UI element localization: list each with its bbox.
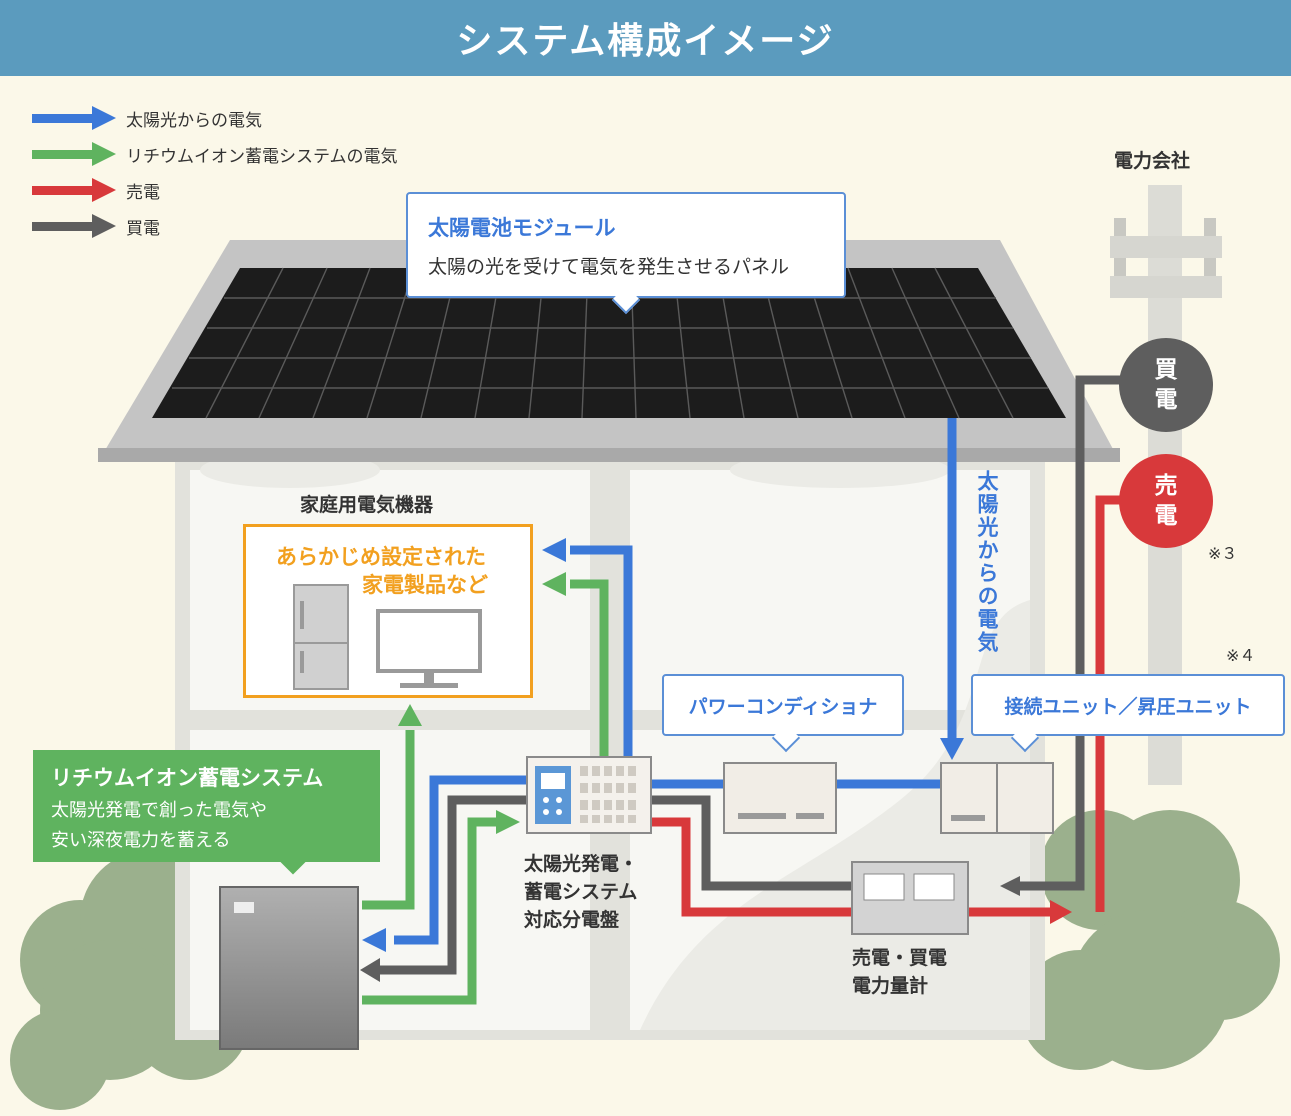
buy-line-to-battery: [380, 795, 528, 975]
solar-line-to-appliances: [570, 545, 633, 756]
appliances-line1: あらかじめ設定された: [276, 545, 486, 569]
arrow-battery-up: [398, 704, 422, 726]
arrow-icon: [32, 106, 116, 130]
solar-line-to-battery: [394, 775, 528, 945]
buy-circle: 買 電: [1119, 338, 1213, 432]
battery-line-to-appliances: [570, 579, 609, 756]
arrow-solar-battery: [362, 928, 386, 952]
refrigerator-icon: [293, 584, 349, 690]
meter-label: 売電・買電 電力量計: [852, 944, 947, 1000]
appliances-heading: 家庭用電気機器: [300, 494, 434, 516]
distribution-board: [526, 756, 652, 834]
battery-title: リチウムイオン蓄電システム: [51, 766, 324, 790]
distribution-board-line1: 太陽光発電・: [524, 853, 639, 875]
arrow-sell-grid: [1050, 900, 1072, 924]
legend-label: 売電: [126, 182, 160, 203]
distribution-board-line2: 蓄電システム: [524, 881, 638, 903]
meter-line1: 売電・買電: [852, 947, 948, 969]
sell-circle: 売 電: [1119, 454, 1213, 548]
power-conditioner-label: パワーコンディショナ: [688, 695, 878, 718]
buy-circle-line2: 電: [1154, 387, 1178, 413]
solar-flow-label: 太陽光からの電気: [975, 470, 999, 654]
battery-desc-line2: 安い深夜電力を蓄える: [51, 830, 231, 851]
arrow-buy-battery: [360, 958, 380, 982]
battery-line-up: [362, 730, 415, 910]
legend-label: 買電: [126, 218, 160, 239]
arrow-battery-appliances: [542, 572, 566, 596]
arrow-icon: [32, 178, 116, 202]
legend-item-battery: リチウムイオン蓄電システムの電気: [32, 136, 398, 172]
appliances-box: あらかじめ設定された 家電製品など: [243, 524, 533, 698]
legend-item-solar: 太陽光からの電気: [32, 100, 398, 136]
battery-card: リチウムイオン蓄電システム 太陽光発電で創った電気や 安い深夜電力を蓄える: [33, 750, 380, 862]
junction-unit-callout: 接続ユニット／昇圧ユニット: [971, 674, 1285, 753]
solar-panel: [152, 267, 1066, 419]
battery-desc-line1: 太陽光発電で創った電気や: [51, 800, 267, 821]
meter-line2: 電力量計: [852, 975, 929, 997]
sell-circle-line2: 電: [1154, 503, 1178, 529]
buy-line-to-board: [652, 795, 852, 891]
legend-label: 太陽光からの電気: [126, 110, 262, 131]
arrow-buy-meter: [1000, 876, 1020, 896]
power-conditioner-callout: パワーコンディショナ: [662, 674, 904, 753]
solar-module-desc: 太陽の光を受けて電気を発生させるパネル: [428, 256, 790, 278]
electricity-meter-device: [851, 861, 969, 935]
legend-label: リチウムイオン蓄電システムの電気: [126, 146, 398, 167]
appliances-line2: 家電製品など: [362, 573, 488, 597]
distribution-board-line3: 対応分電盤: [524, 909, 620, 931]
arrow-solar-down: [940, 738, 964, 760]
note-3: ※３: [1208, 544, 1238, 563]
legend-item-sell: 売電: [32, 172, 398, 208]
arrow-battery-board: [496, 810, 520, 834]
page-title: システム構成イメージ: [0, 0, 1291, 76]
bushes: [10, 810, 1280, 1110]
legend-item-buy: 買電: [32, 208, 398, 244]
legend: 太陽光からの電気 リチウムイオン蓄電システムの電気 売電 買電: [32, 100, 398, 244]
solar-module-title: 太陽電池モジュール: [428, 216, 616, 240]
junction-unit-label: 接続ユニット／昇圧ユニット: [1004, 695, 1252, 718]
battery-unit-device: [219, 886, 359, 1050]
buy-line-from-grid: [1014, 375, 1120, 891]
arrow-solar-appliances: [542, 538, 566, 562]
note-4: ※４: [1226, 646, 1256, 665]
arrow-icon: [32, 142, 116, 166]
solar-module-callout: 太陽電池モジュール 太陽の光を受けて電気を発生させるパネル: [406, 192, 846, 315]
battery-line-to-board: [362, 817, 498, 1005]
sell-line-to-grid: [1095, 495, 1120, 912]
arrow-heads: [360, 538, 1072, 982]
junction-unit-device: [940, 762, 1054, 834]
power-conditioner-unit: [723, 762, 837, 834]
arrow-icon: [32, 214, 116, 238]
utility-label: 電力会社: [1114, 150, 1191, 172]
sell-circle-line1: 売: [1154, 473, 1178, 499]
flow-lines: [362, 375, 1120, 1005]
tv-icon: [376, 609, 482, 688]
buy-circle-line1: 買: [1154, 357, 1178, 383]
distribution-board-label: 太陽光発電・ 蓄電システム 対応分電盤: [524, 850, 638, 934]
